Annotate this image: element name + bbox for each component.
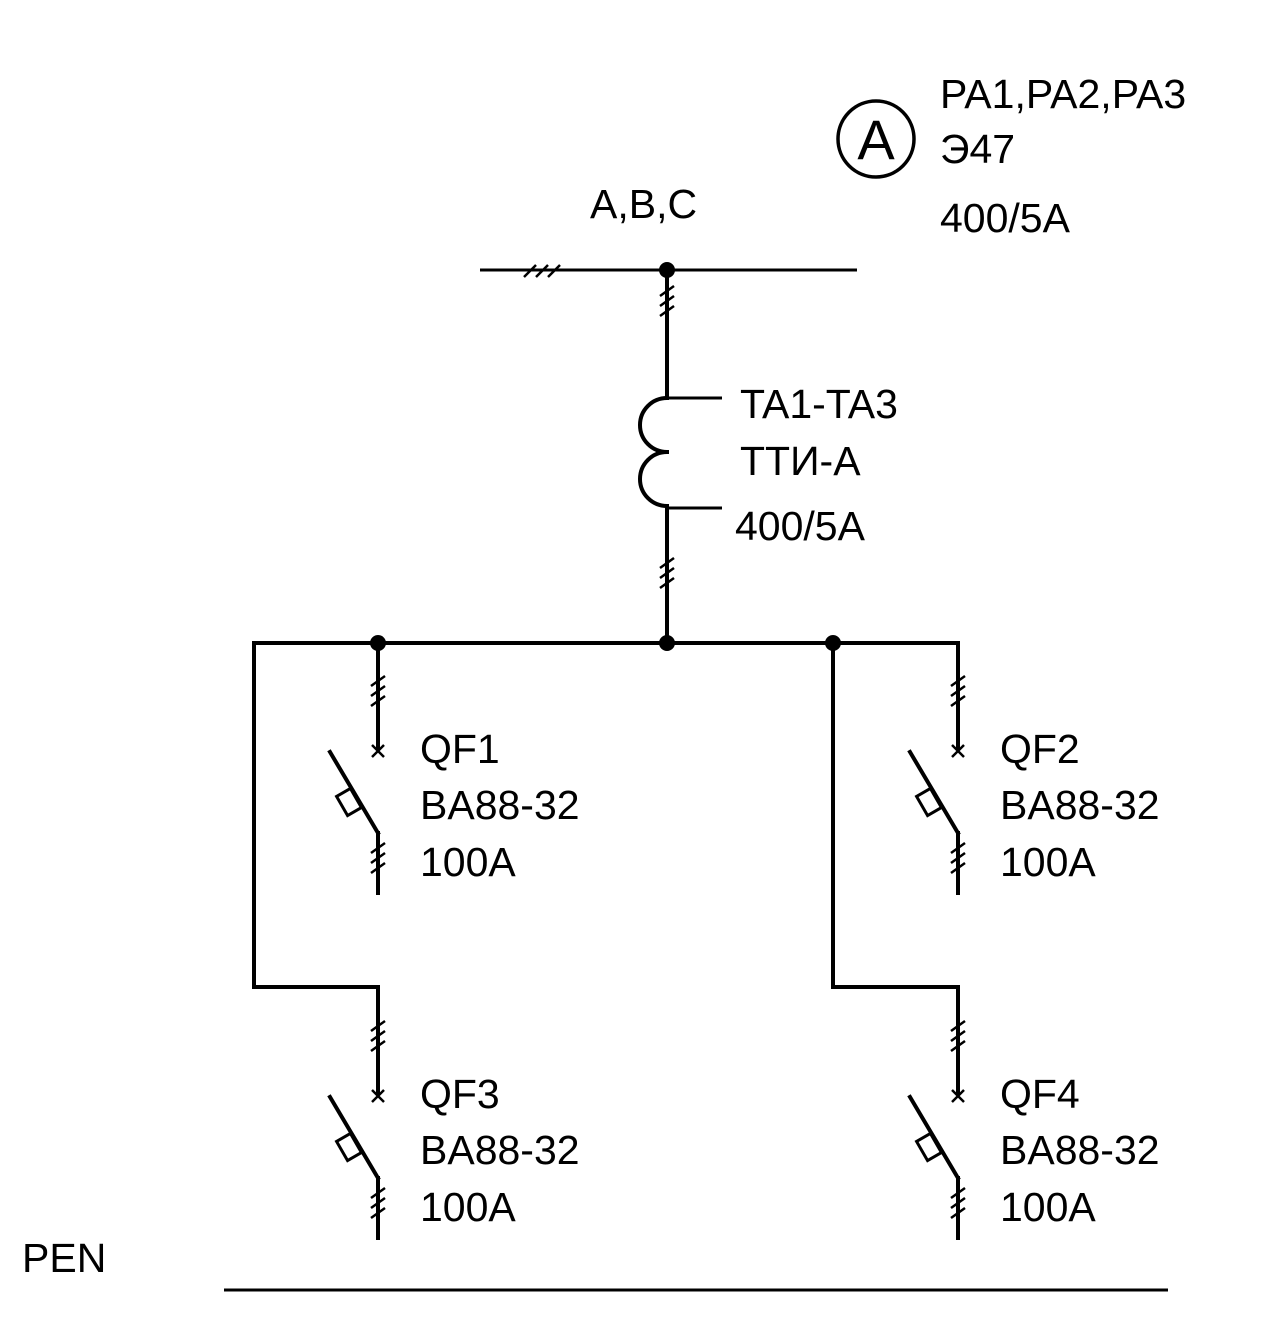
meter-designation: PA1,PA2,PA3 [940, 71, 1186, 117]
breaker-qf3 [327, 985, 386, 1240]
qf4-rating: 100A [1000, 1184, 1096, 1230]
qf4-type: BA88-32 [1000, 1127, 1160, 1173]
feeder-lower-ticks [659, 556, 675, 590]
breaker-qf4 [907, 985, 966, 1240]
ammeter-symbol: A [857, 108, 895, 171]
qf3-type: BA88-32 [420, 1127, 580, 1173]
ct-coil-upper [638, 395, 670, 455]
current-transformer [638, 395, 722, 510]
ammeter: A [836, 99, 916, 179]
left-branch-wire [252, 641, 380, 989]
ct-designation: TA1-TA3 [740, 381, 898, 427]
meter-type: Э47 [940, 126, 1015, 172]
qf3-designation: QF3 [420, 1071, 500, 1117]
bus-phases-label: A,B,C [590, 181, 697, 227]
right-branch-wire [831, 641, 960, 989]
breaker-qf1 [327, 641, 386, 895]
qf3-rating: 100A [420, 1184, 516, 1230]
qf1-designation: QF1 [420, 726, 500, 772]
pen-label: PEN [22, 1235, 106, 1281]
feeder-upper-ticks [659, 284, 675, 318]
meter-rating: 400/5A [940, 195, 1071, 241]
bus-dot-center [659, 635, 675, 651]
qf2-designation: QF2 [1000, 726, 1080, 772]
qf1-rating: 100A [420, 839, 516, 885]
ct-coil-lower [638, 449, 670, 509]
qf4-designation: QF4 [1000, 1071, 1080, 1117]
ct-rating: 400/5A [735, 503, 866, 549]
qf1-type: BA88-32 [420, 782, 580, 828]
qf2-type: BA88-32 [1000, 782, 1160, 828]
breaker-qf2 [907, 641, 966, 895]
ct-type: ТТИ-А [740, 438, 861, 484]
ammeter-circle [836, 99, 916, 179]
bus-phase-ticks [523, 264, 561, 278]
qf2-rating: 100A [1000, 839, 1096, 885]
